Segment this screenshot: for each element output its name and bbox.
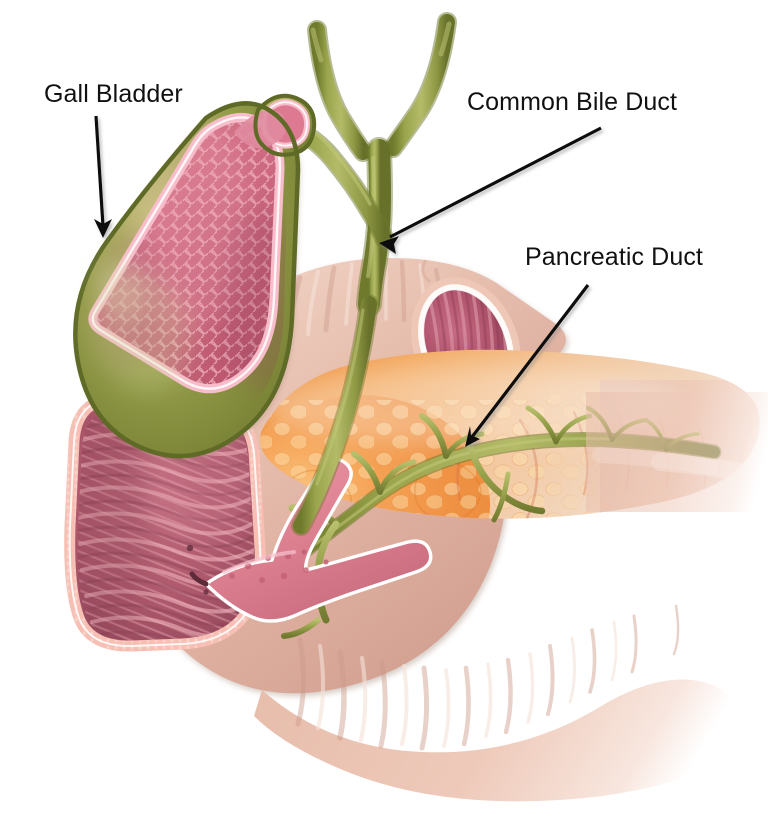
leader-common-bile-duct (379, 126, 602, 254)
hepatic-ducts (307, 12, 457, 162)
leader-arrows (94, 115, 602, 447)
leader-gall-bladder (94, 115, 112, 238)
ampulla-of-vater (189, 457, 433, 623)
label-gall-bladder: Gall Bladder (44, 80, 183, 108)
gall-bladder-structure (73, 93, 317, 459)
label-pancreatic-duct: Pancreatic Duct (525, 243, 703, 271)
leader-pancreatic-duct (465, 284, 590, 447)
label-common-bile-duct: Common Bile Duct (467, 88, 677, 116)
